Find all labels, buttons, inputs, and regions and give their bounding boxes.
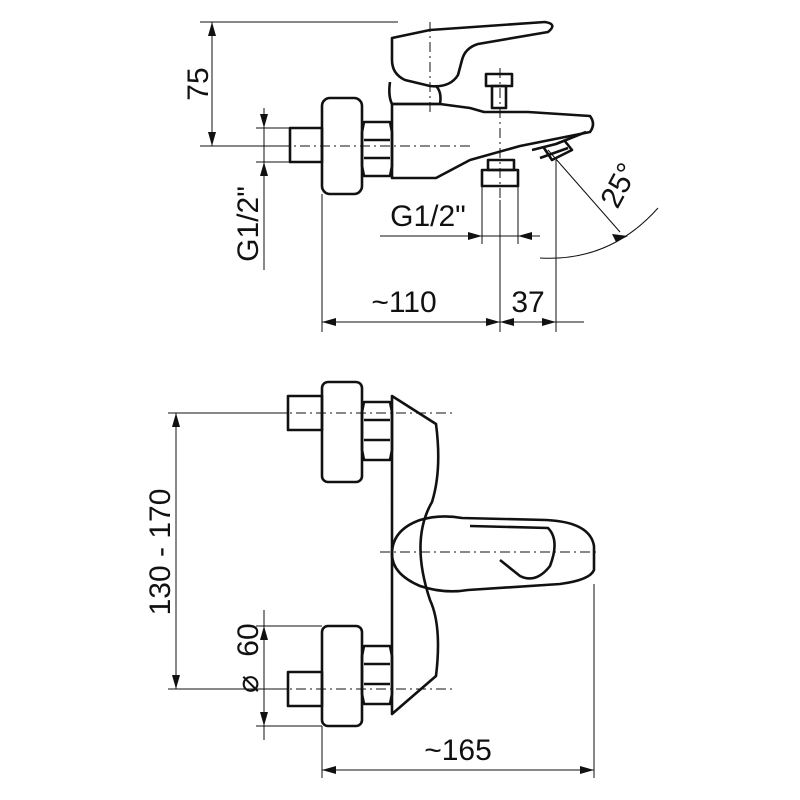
- outlet-connector: [486, 158, 516, 172]
- dim-spout-37: 37: [511, 286, 544, 319]
- lever-handle-front: [390, 515, 596, 593]
- hex-nut-lower: [360, 644, 394, 706]
- valve-body-front: [390, 394, 440, 716]
- front-view: 130 - 170 60 ⌀ ~165: [144, 380, 600, 778]
- diameter-symbol-icon: ⌀: [232, 675, 265, 693]
- dim-thread-bottom: G1/2": [390, 200, 466, 233]
- dim-width-165: ~165: [424, 734, 492, 767]
- lever-highlight: [469, 524, 556, 580]
- dim-angle-25: 25°: [594, 158, 644, 214]
- hex-nut-upper: [360, 400, 394, 462]
- dim-depth-110: ~110: [371, 286, 436, 319]
- wall-flange-lower: [320, 624, 364, 728]
- hex-nut-side: [360, 120, 394, 178]
- spout-nozzle: [531, 130, 587, 162]
- diverter-stem: [490, 84, 508, 110]
- wall-flange-upper: [320, 380, 364, 484]
- dim-diameter-60: 60: [232, 623, 265, 656]
- lever-handle-side: [390, 20, 554, 88]
- inlet-pipe-side: [288, 126, 324, 164]
- side-view: 75 G1/2" G1/2" ~110 37 25°: [182, 20, 659, 332]
- valve-body-side: [390, 102, 595, 180]
- dim-height-75: 75: [182, 67, 215, 100]
- dim-spacing: 130 - 170: [144, 489, 177, 616]
- dim-thread-side: G1/2": [232, 186, 265, 262]
- diverter-knob: [484, 72, 514, 88]
